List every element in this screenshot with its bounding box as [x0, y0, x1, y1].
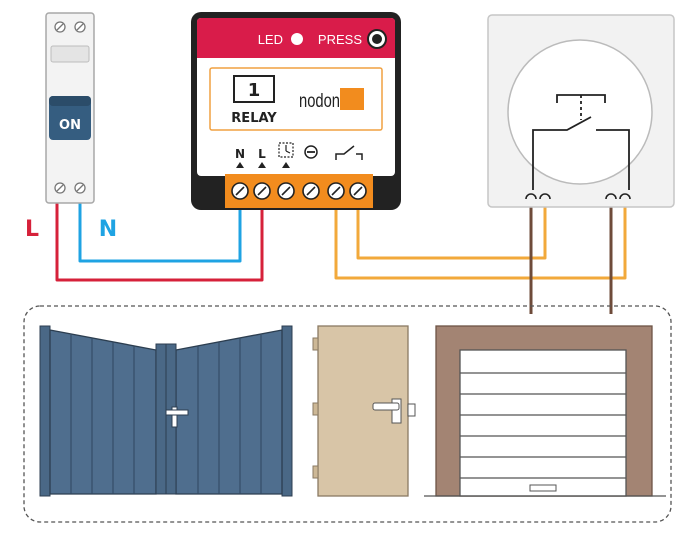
- door-icon: [312, 325, 416, 497]
- contact-wire-2: [356, 198, 547, 260]
- neutral-wire: [78, 196, 242, 263]
- line-label: L: [25, 217, 39, 242]
- relay-module: LED PRESS 1 RELAY nodon N L: [191, 12, 401, 210]
- channel-number: 1: [248, 80, 261, 101]
- devices-panel: [23, 305, 672, 523]
- line-wire: [55, 196, 264, 282]
- switch-terminals: [525, 193, 631, 200]
- led-indicator-icon: [291, 33, 303, 45]
- wall-switch: [487, 14, 675, 208]
- breaker-toggle[interactable]: [49, 96, 91, 140]
- terminal-screws: [231, 182, 367, 200]
- neutral-label: N: [99, 217, 117, 242]
- svg-text:nodon: nodon: [299, 91, 340, 112]
- terminal-n-label: N: [235, 147, 245, 161]
- circuit-breaker: ON: [45, 12, 95, 204]
- relay-type-label: RELAY: [231, 111, 277, 126]
- minus-icon: [304, 145, 318, 159]
- push-button-symbol-icon: [532, 94, 630, 190]
- wires: [55, 196, 627, 314]
- contact-wire-1: [334, 198, 627, 280]
- terminal-block: [225, 174, 373, 208]
- gate-icon: [39, 325, 293, 497]
- garage-door-icon: [424, 325, 666, 497]
- channel-number-box: [233, 75, 275, 103]
- breaker-state-label: ON: [59, 118, 81, 133]
- brand-logo: nodon: [299, 88, 364, 112]
- terminal-l-label: L: [258, 147, 266, 161]
- switch-button[interactable]: [507, 39, 653, 185]
- timer-icon: [278, 142, 294, 168]
- dry-contact-icon: [335, 145, 363, 160]
- led-label: LED: [258, 32, 283, 47]
- press-label: PRESS: [318, 32, 362, 47]
